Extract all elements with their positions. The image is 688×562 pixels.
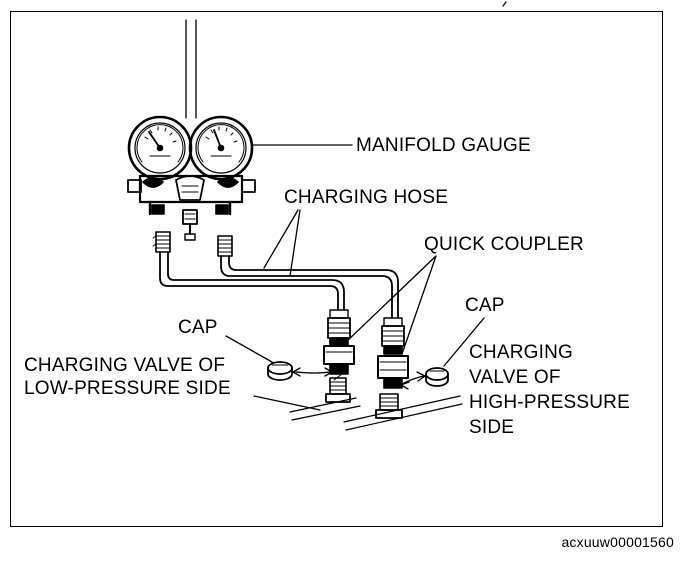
leader-quick-coupler-2 [401,255,437,355]
leader-charging-hose-1 [263,209,299,269]
low-side-charging-hose [159,251,345,311]
figure-id: acxuuw00001560 [561,534,674,550]
manifold-body [127,174,256,241]
high-side-cap [425,367,449,387]
low-side-charging-valve [253,373,361,421]
label-quick-coupler: QUICK COUPLER [424,234,584,255]
high-pressure-gauge [188,115,254,181]
low-pressure-gauge [127,115,193,181]
diagram-frame [10,11,663,527]
high-side-charging-valve [343,393,463,431]
label-valve-high-line3: HIGH-PRESSURE [469,392,630,413]
high-cap-arrow [401,375,425,385]
label-charging-valve-high-side: CHARGING VALVE OF HIGH-PRESSURE SIDE [469,340,630,440]
low-side-hose-fitting [152,231,171,253]
leader-cap-low [225,335,273,363]
label-cap-low: CAP [178,317,218,338]
leader-quick-coupler-1 [345,255,437,343]
label-valve-low-line1: CHARGING VALVE OF [24,355,226,376]
label-charging-valve-low-side: CHARGING VALVE OF LOW-PRESSURE SIDE [24,354,231,400]
high-side-hose-fitting [217,235,233,257]
label-valve-high-line2: VALVE OF [469,367,561,388]
label-valve-high-line1: CHARGING [469,342,573,363]
high-side-charging-hose [220,255,399,319]
low-side-quick-coupler [323,309,355,375]
leader-cap-high [443,317,485,367]
low-cap-arrow [295,371,331,374]
label-valve-high-line4: SIDE [469,417,515,438]
label-valve-low-line2: LOW-PRESSURE SIDE [24,378,231,399]
leader-charging-hose-2 [289,209,301,277]
label-manifold-gauge: MANIFOLD GAUGE [356,135,531,156]
low-side-cap [267,361,293,381]
high-side-quick-coupler [377,317,409,389]
label-charging-hose: CHARGING HOSE [284,187,449,208]
hook-wire [185,19,197,119]
label-cap-high: CAP [465,295,505,316]
